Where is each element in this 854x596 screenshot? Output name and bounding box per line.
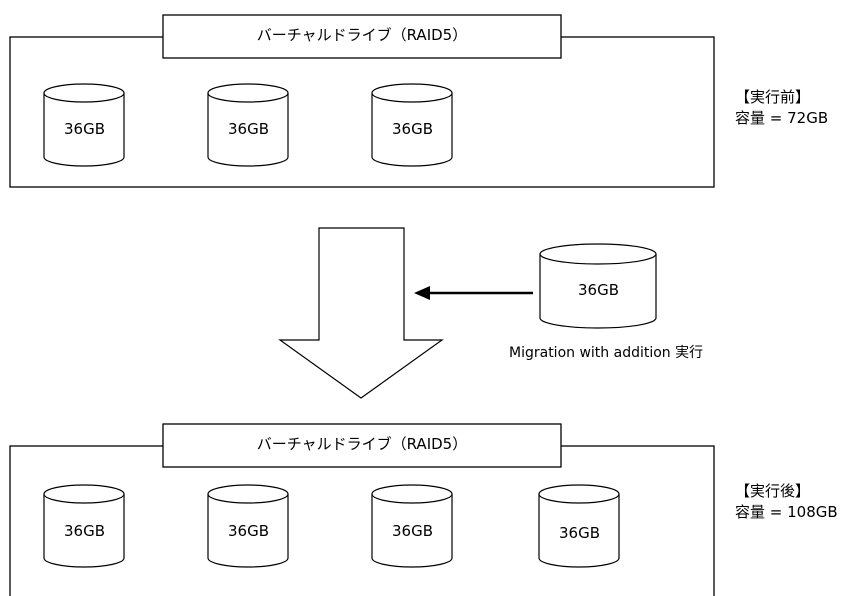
down-arrow — [278, 227, 444, 399]
after-disk-1 — [43, 484, 125, 568]
before-disk-2 — [207, 83, 289, 167]
after-disk-2-label: 36GB — [228, 522, 270, 540]
after-title-box — [162, 423, 562, 468]
after-box-title: バーチャルドライブ（RAID5） — [256, 435, 468, 453]
before-disk-1-label: 36GB — [64, 120, 106, 138]
before-title-box — [162, 14, 562, 59]
before-disk-1 — [43, 83, 125, 167]
after-disk-4 — [538, 484, 620, 568]
before-disk-3 — [371, 83, 453, 167]
after-state-note: 【実行後】 容量 = 108GB — [735, 481, 838, 523]
after-disk-4-label: 36GB — [559, 524, 601, 542]
before-disk-3-label: 36GB — [392, 120, 434, 138]
after-disk-3 — [371, 484, 453, 568]
before-state-note: 【実行前】 容量 = 72GB — [735, 87, 828, 129]
after-capacity-label: 容量 = 108GB — [735, 503, 838, 521]
before-state-label: 【実行前】 — [735, 88, 811, 106]
after-disk-3-label: 36GB — [392, 522, 434, 540]
before-capacity-label: 容量 = 72GB — [735, 109, 829, 127]
add-arrow-head — [414, 286, 430, 300]
after-state-label: 【実行後】 — [735, 482, 811, 500]
before-disk-2-label: 36GB — [228, 120, 270, 138]
added-disk — [539, 243, 657, 329]
added-disk-label: 36GB — [578, 281, 620, 299]
after-disk-1-label: 36GB — [64, 522, 106, 540]
after-disk-2 — [207, 484, 289, 568]
before-box-title: バーチャルドライブ（RAID5） — [256, 26, 468, 44]
migration-action-label: Migration with addition 実行 — [509, 345, 704, 361]
